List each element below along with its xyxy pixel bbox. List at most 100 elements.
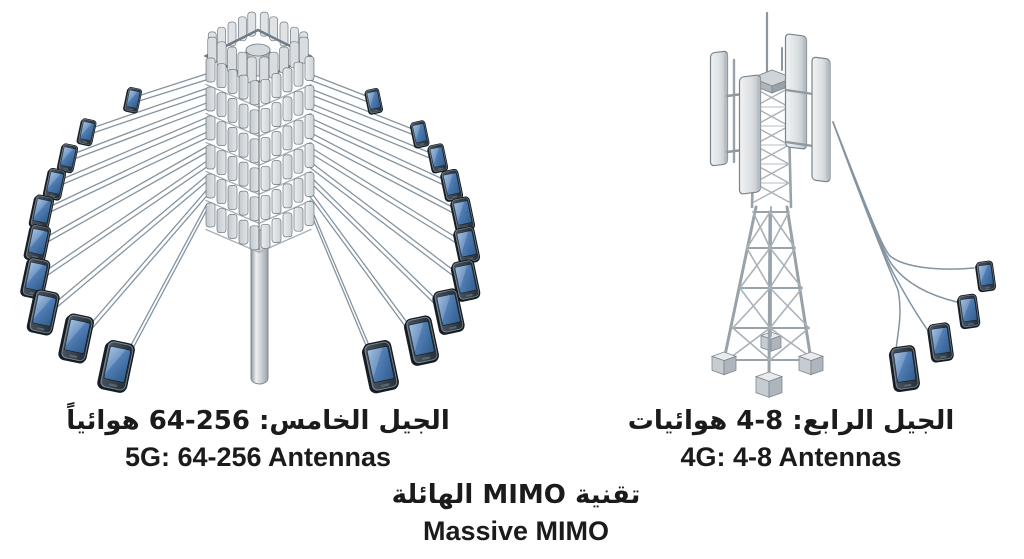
signal-line [732,327,771,361]
signal-line [309,146,463,242]
signal-line [309,166,461,282]
signal-line [91,87,207,129]
phone-icon [450,259,481,302]
signal-line [832,121,930,333]
signal-line [309,160,462,277]
signal-line [309,102,434,155]
phone-icon [26,289,60,336]
signal-line [746,247,771,289]
signal-line [769,287,810,329]
signal-line [767,210,772,382]
four-g-label-arabic: الجيل الرابع: 8-4 هوائيات [627,406,955,436]
phone-icon [440,168,464,202]
signal-line [309,204,377,363]
signal-line [769,247,796,289]
signal-line [732,287,771,329]
signal-line [72,102,207,155]
panel-antenna [709,50,729,167]
phone-icon [28,194,55,231]
signal-line [46,131,207,209]
phone-icon [403,315,439,366]
four-g-tower [709,11,997,398]
four-g-label: الجيل الرابع: 8-4 هوائيات 4G: 4-8 Antenn… [628,402,955,474]
signal-line [47,137,207,214]
signal-line [309,181,444,313]
signal-line [309,152,462,247]
five-g-antenna-array [203,11,315,385]
signal-line [739,247,771,289]
signal-line [138,79,207,102]
five-g-label-english: 5G: 64-256 Antennas [124,442,392,472]
five-g-label-arabic: الجيل الخامس: 256-64 هوائياً [66,406,450,436]
signal-line [309,79,369,103]
signal-line [309,137,458,216]
phone-icon [956,293,981,330]
signal-line [60,123,207,186]
signal-line [309,131,459,211]
five-g-label: الجيل الخامس: 256-64 هوائياً 5G: 64-256 … [66,402,449,474]
panel-antenna [811,56,831,183]
phone-icon [888,345,920,393]
concrete-footing [754,371,784,398]
panel-antenna [738,74,762,195]
signal-line [59,117,207,181]
four-g-phones [888,260,997,393]
signal-line [309,73,370,98]
signal-line [726,327,771,361]
signal-line [309,210,376,368]
caption-english: Massive MIMO [422,516,610,546]
signal-line [769,211,790,249]
signal-line [309,175,445,308]
concrete-footing [797,351,825,376]
phone-icon [432,288,465,335]
five-g-signal-lines [40,73,463,368]
signal-line [43,152,207,245]
signal-line [309,108,433,160]
phone-icon [427,143,449,174]
phone-icon [56,143,79,174]
signal-line [746,211,771,249]
concrete-footing [710,351,738,376]
signal-line [769,327,810,361]
five-g-pole [250,229,269,385]
signal-line [784,140,815,148]
phone-icon [123,87,142,114]
four-g-signal-lines [832,121,975,351]
signal-line [309,87,416,131]
phone-icon [42,167,67,201]
signal-line [832,121,975,270]
signal-line [309,190,418,337]
phone-icon [76,118,97,147]
signal-line [309,123,447,187]
signal-line [41,166,207,280]
five-g-tower [20,11,481,394]
phone-icon [23,224,52,263]
signal-line [73,108,207,160]
phone-icon [97,340,135,393]
signal-line [42,146,207,240]
signal-line [784,88,815,96]
signal-line [121,204,207,363]
signal-line [82,196,207,340]
signal-line [753,182,790,203]
signal-line [309,196,417,342]
signal-line [739,287,771,329]
signal-line [49,181,207,314]
signal-line [81,190,207,335]
signal-line [769,211,796,249]
five-g-phones [20,87,481,394]
signal-line [122,210,207,368]
caption-arabic: تقنية MIMO الهائلة [391,480,641,510]
four-g-label-english: 4G: 4-8 Antennas [680,442,902,472]
phone-icon [58,313,94,364]
signal-line [309,117,448,182]
phone-icon [453,226,481,265]
signal-line [832,121,901,351]
phone-icon [361,340,399,394]
phone-icon [20,257,51,300]
phone-icon [364,88,383,115]
signal-line [137,73,207,97]
signal-line [769,287,803,329]
